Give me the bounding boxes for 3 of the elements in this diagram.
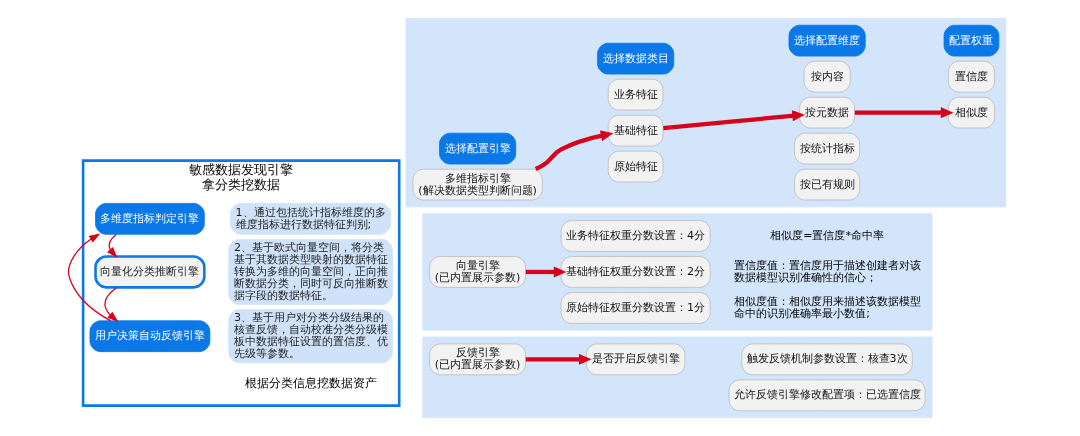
label: 相似度=置信度*命中率 xyxy=(769,228,884,242)
label: 置信度值：置信度用于描述创建者对该数据模型识别准确性的信心； xyxy=(733,258,921,284)
label: 相似度值：相似度用来描述该数据模型命中的识别准确率最小数值; xyxy=(733,294,921,320)
